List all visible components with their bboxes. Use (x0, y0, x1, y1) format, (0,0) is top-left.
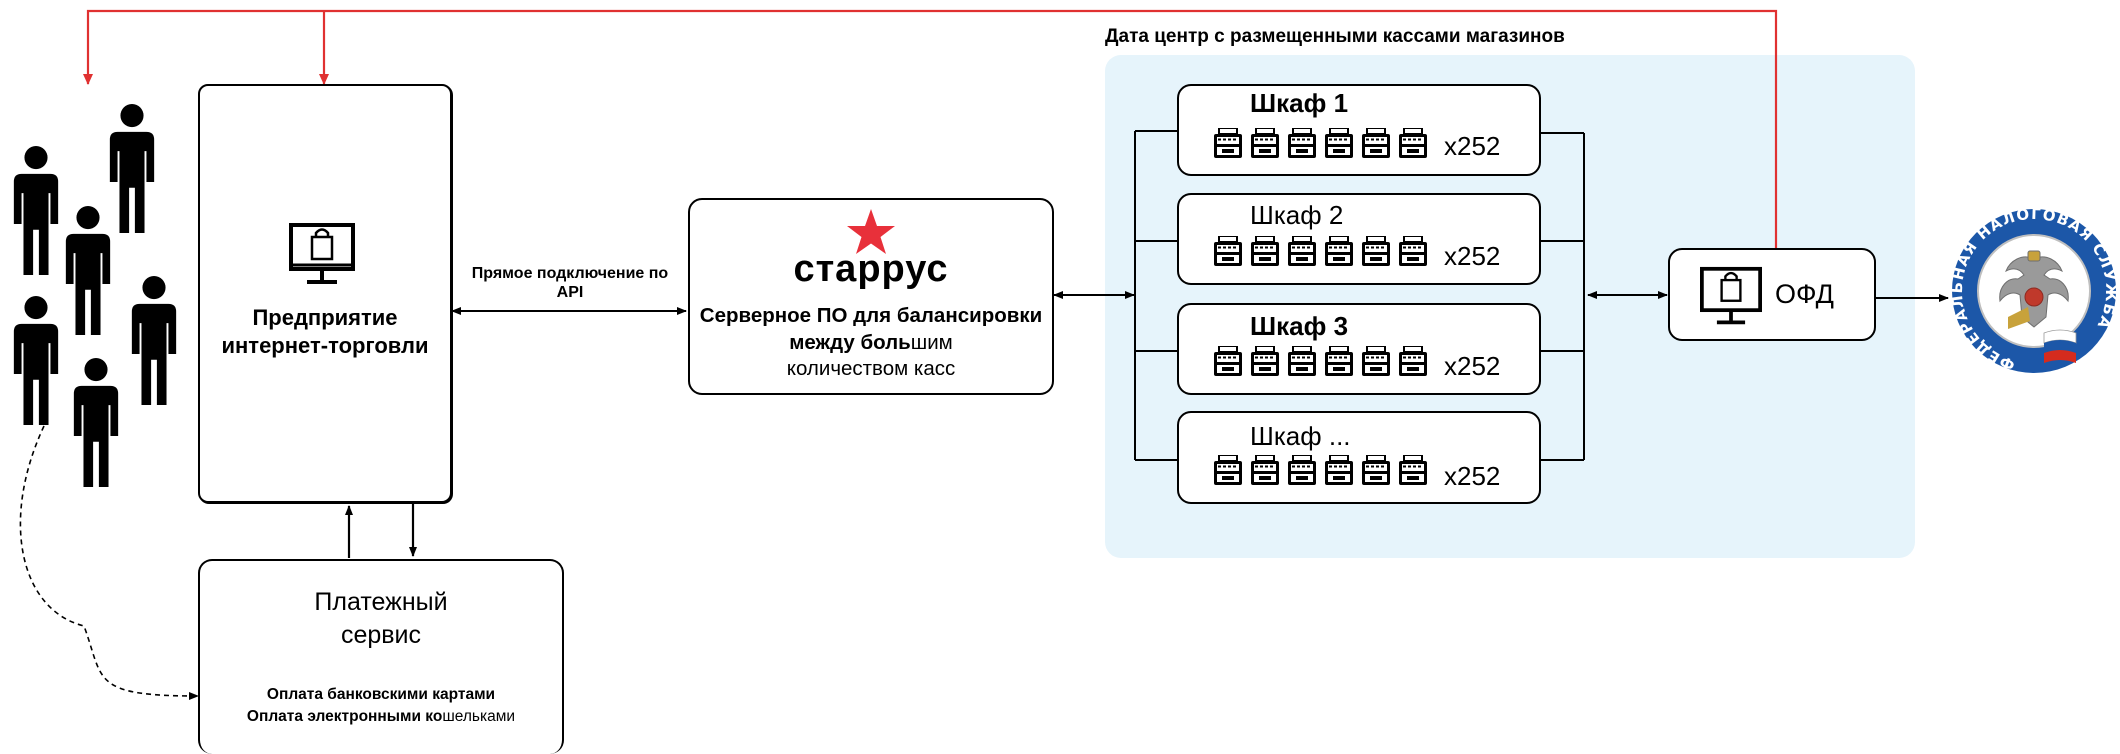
customers-group (13, 103, 177, 487)
cabinet-count: x252 (1444, 241, 1501, 271)
cash-register-icon (1398, 128, 1428, 158)
cash-register-icon (1361, 128, 1391, 158)
payment-title-line1: Платежный (314, 588, 448, 616)
cash-register-icon (1324, 455, 1354, 485)
cash-register-icon (1213, 455, 1243, 485)
cash-register-row (1213, 455, 1428, 485)
cash-register-icon (1213, 128, 1243, 158)
starrus-desc-tail: шим (910, 330, 953, 354)
fns-seal-icon: ФЕДЕРАЛЬНАЯ НАЛОГОВАЯ СЛУЖБА (1948, 205, 2119, 374)
cash-register-icon (1398, 236, 1428, 266)
payment-method-cards: Оплата банковскими картами (266, 686, 496, 703)
starrus-box (688, 198, 1054, 395)
cash-register-icon (1287, 236, 1317, 266)
shop-monitor-icon (1700, 266, 1762, 325)
shop-monitor-icon (289, 223, 355, 284)
cash-register-icon (1361, 346, 1391, 376)
cabinet-title: Шкаф 3 (1250, 311, 1349, 341)
ofd-feedback-arrow (83, 9, 1778, 248)
cash-register-row (1213, 128, 1428, 158)
person-icon (13, 295, 59, 425)
starrus-logo: старрус (793, 248, 949, 290)
cash-register-icon (1213, 346, 1243, 376)
payment-service-box (198, 559, 564, 754)
person-icon (73, 357, 119, 487)
starrus-description: Серверное ПО для балансировки между боль… (690, 303, 1052, 383)
datacenter-title: Дата центр с размещенными кассами магази… (1105, 26, 1565, 47)
cash-register-icon (1250, 128, 1280, 158)
cash-register-row (1213, 346, 1428, 376)
cash-register-icon (1324, 236, 1354, 266)
person-icon (109, 103, 155, 233)
cash-register-icon (1287, 128, 1317, 158)
customers-to-payment-dashed-arrow (19, 425, 199, 700)
person-icon (13, 145, 59, 275)
cash-register-icon (1398, 455, 1428, 485)
cash-register-icon (1398, 346, 1428, 376)
cash-register-row (1213, 236, 1428, 266)
payment-method-wallets-b: шельками (442, 708, 516, 726)
cash-register-icon (1324, 128, 1354, 158)
payment-title-line2: сервис (340, 620, 422, 649)
enterprise-box (198, 84, 452, 503)
cabinet-count: x252 (1444, 461, 1501, 491)
payment-service-title: Платежный сервис (198, 586, 564, 651)
cabinet-title: Шкаф 1 (1250, 88, 1349, 118)
cash-register-icon (1361, 236, 1391, 266)
cash-register-icon (1287, 455, 1317, 485)
cash-register-icon (1213, 236, 1243, 266)
cash-register-icon (1324, 346, 1354, 376)
person-icon (65, 205, 111, 335)
cabinet-title: Шкаф 2 (1250, 200, 1344, 230)
cabinet-count: x252 (1444, 351, 1501, 381)
cash-register-icon (1250, 455, 1280, 485)
star-icon (847, 209, 895, 254)
ofd-label: ОФД (1775, 279, 1834, 309)
cash-register-icon (1361, 455, 1391, 485)
starrus-desc-bold: Серверное ПО для балансировки между боль (699, 304, 1043, 354)
enterprise-label: Предприятие интернет-торговли (221, 305, 429, 358)
api-label: Прямое подключение по API (471, 265, 669, 302)
right-bracket (1541, 132, 1585, 461)
cash-register-icon (1250, 236, 1280, 266)
left-bracket (1134, 130, 1177, 461)
payment-method-wallets-a: Оплата электронными ко (246, 708, 443, 726)
payment-methods: Оплата банковскими картами Оплата электр… (198, 684, 564, 729)
cabinet-count: x252 (1444, 131, 1501, 161)
starrus-desc-line3: количеством касс (786, 357, 956, 381)
cash-register-icon (1250, 346, 1280, 376)
cash-register-icon (1287, 346, 1317, 376)
cabinet-title: Шкаф ... (1250, 421, 1351, 451)
person-icon (131, 275, 177, 405)
